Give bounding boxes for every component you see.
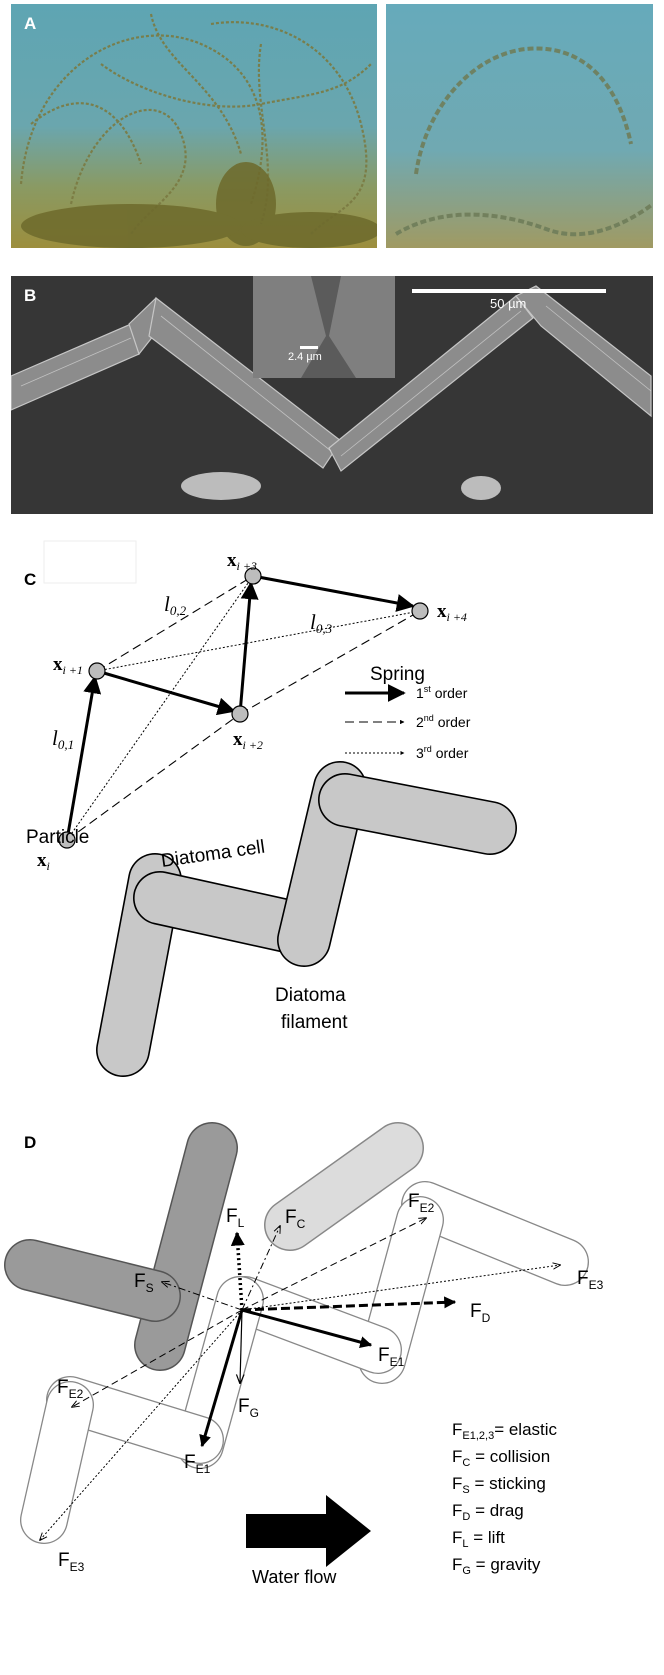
force-label-fe2-left: FE2 xyxy=(57,1377,84,1401)
panel-c-label: C xyxy=(24,570,36,589)
force-arrow-elastic1-right xyxy=(241,1308,373,1348)
rest-length-l02: l0,2 xyxy=(164,592,187,618)
force-arrow-sticking xyxy=(162,1282,243,1311)
spring-1st-x3-x4 xyxy=(252,574,415,612)
rest-length-l01: l0,1 xyxy=(52,726,74,752)
panel-b-sem-image xyxy=(11,276,653,514)
particle-xi3 xyxy=(244,567,262,585)
diatom-filament-photo-right xyxy=(386,4,653,248)
node-label-xi2: xi +2 xyxy=(233,729,263,752)
spring-1st-xi-x1 xyxy=(65,675,102,841)
panel-a-photo-right xyxy=(386,4,653,248)
legend-text-3rd: 3rd order xyxy=(416,744,469,761)
force-arrow-drag xyxy=(241,1296,457,1312)
spring-3rd-x1-x4 xyxy=(96,609,421,672)
third-order-springs xyxy=(66,575,421,841)
diatoma-cell-label: Diatoma cell xyxy=(160,837,266,872)
diatom-filaments-photo-left xyxy=(11,4,377,248)
spring-1st-x2-x3 xyxy=(238,581,259,715)
force-legend-lift: FL = lift xyxy=(452,1528,505,1550)
spring-2nd-xi-x2 xyxy=(66,713,241,841)
spring-legend-title: Spring xyxy=(370,664,425,685)
rest-length-l03: l0,3 xyxy=(310,610,333,636)
particle-xi2 xyxy=(231,705,249,723)
force-label-fs: FS xyxy=(134,1271,154,1295)
force-label-fe2-top: FE2 xyxy=(408,1191,435,1215)
diatoma-cell-4 xyxy=(319,774,516,854)
panel-b-label: B xyxy=(24,286,37,305)
force-arrow-collision xyxy=(241,1226,280,1311)
panel-a-photo-left xyxy=(11,4,377,248)
force-label-fg: FG xyxy=(238,1396,259,1420)
particle-xi1 xyxy=(88,662,106,680)
legend-text-2nd: 2nd order xyxy=(416,713,471,730)
force-legend: FE1,2,3= elastic FC = collision FS = sti… xyxy=(452,1420,558,1577)
force-legend-elastic: FE1,2,3= elastic xyxy=(452,1420,558,1442)
force-arrow-gravity xyxy=(240,1309,242,1383)
force-label-fc: FC xyxy=(285,1207,306,1231)
spring-2nd-x2-x4 xyxy=(239,610,421,715)
particle-xi xyxy=(58,831,76,849)
water-flow-label: Water flow xyxy=(252,1567,337,1587)
force-arrow-elastic3-top xyxy=(241,1265,560,1311)
light-neighbour-cell xyxy=(265,1123,423,1250)
diatoma-filament-label-1: Diatoma xyxy=(275,985,346,1006)
particle-label: Particle xyxy=(26,827,89,848)
inset-scale-label: 2.4 µm xyxy=(288,351,322,363)
force-arrows xyxy=(40,1218,560,1540)
force-legend-collision: FC = collision xyxy=(452,1447,550,1469)
spring-2nd-x1-x3 xyxy=(96,575,254,672)
dark-neighbour-cell-horizontal xyxy=(5,1240,180,1321)
force-label-fd: FD xyxy=(470,1301,491,1325)
force-legend-gravity: FG = gravity xyxy=(452,1555,541,1577)
force-legend-drag: FD = drag xyxy=(452,1501,524,1523)
force-label-fe1-bottom: FE1 xyxy=(184,1452,211,1476)
spring-3rd-xi-x3 xyxy=(66,575,254,841)
sem-diatom-chain xyxy=(11,276,653,514)
diatoma-filament-label-2: filament xyxy=(281,1012,348,1033)
diatoma-filament-shape xyxy=(96,761,517,1077)
force-arrow-elastic1-bottom xyxy=(199,1309,244,1448)
force-label-fl: FL xyxy=(226,1206,245,1230)
first-order-springs xyxy=(65,574,415,841)
force-label-fe3-bottom: FE3 xyxy=(58,1550,85,1574)
node-label-xi: xi xyxy=(37,850,50,873)
panel-d-label: D xyxy=(24,1133,36,1152)
force-arrow-elastic2-top xyxy=(241,1218,426,1311)
panel-c-blank-box xyxy=(43,540,137,584)
panel-a-label: A xyxy=(24,14,37,33)
outline-cell-top-right xyxy=(402,1182,588,1285)
force-arrow-elastic3-bottom xyxy=(40,1309,243,1540)
node-label-xi1: xi +1 xyxy=(53,654,83,677)
force-label-fe1-right: FE1 xyxy=(378,1345,405,1369)
node-label-xi4: xi +4 xyxy=(437,601,467,624)
legend-text-1st: 1st order xyxy=(416,684,468,701)
water-flow-arrow xyxy=(246,1495,371,1567)
second-order-springs xyxy=(66,575,421,841)
particle-xi4 xyxy=(411,602,429,620)
force-legend-sticking: FS = sticking xyxy=(452,1474,546,1496)
force-label-fe3-top: FE3 xyxy=(577,1268,604,1292)
scale-bar-label: 50 µm xyxy=(490,296,527,311)
node-label-xi3: xi +3 xyxy=(227,550,257,573)
outline-cell-bottom-vertical xyxy=(21,1382,93,1543)
spring-1st-x1-x2 xyxy=(96,669,236,716)
